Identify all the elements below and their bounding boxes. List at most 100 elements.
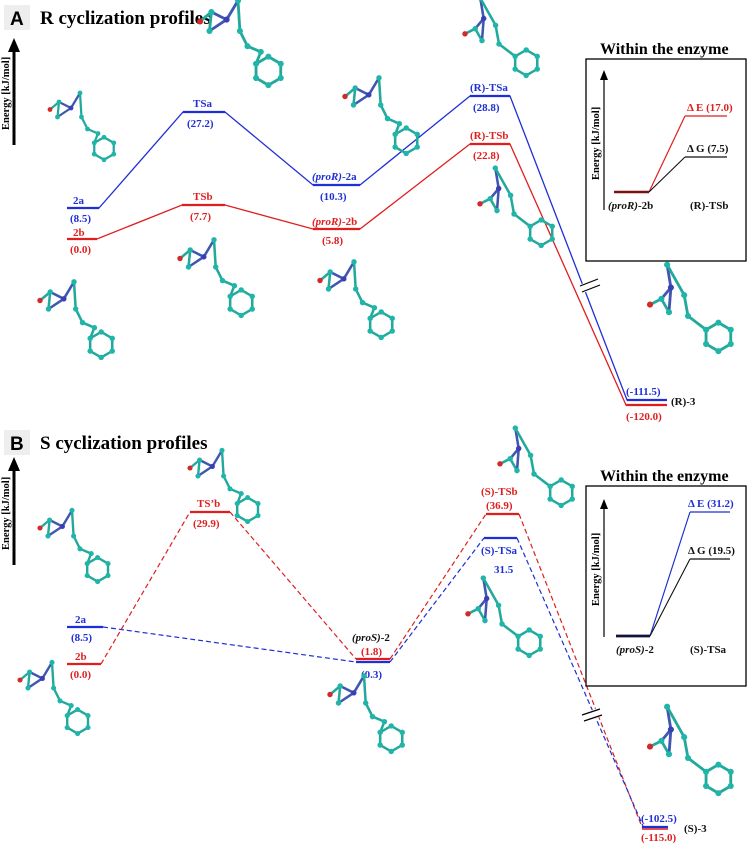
inset-b-title: Within the enzyme	[600, 468, 729, 485]
bond	[665, 705, 686, 739]
atom	[37, 297, 43, 304]
bond	[342, 260, 356, 281]
atom	[51, 685, 57, 691]
panel-a-blue-profile	[67, 95, 667, 401]
bond	[480, 17, 485, 42]
atom	[195, 473, 201, 479]
bond	[512, 212, 532, 228]
label-S-3-red-value: (-115.0)	[641, 832, 676, 844]
label-b-2a: 2a	[75, 614, 87, 626]
atom	[389, 328, 395, 334]
atom	[337, 683, 343, 689]
atom	[95, 131, 101, 136]
atom	[265, 82, 272, 89]
atom	[75, 707, 81, 713]
molecule-b-tsb-prime	[187, 447, 261, 525]
atom	[91, 151, 97, 157]
atom	[646, 743, 654, 750]
atom	[526, 652, 532, 659]
atom	[47, 107, 53, 112]
atom	[392, 131, 398, 138]
atom	[664, 703, 671, 710]
bond	[211, 449, 224, 468]
bond	[327, 277, 346, 291]
bond	[70, 509, 75, 538]
bond	[50, 661, 55, 690]
atom	[534, 53, 540, 60]
bond	[483, 597, 488, 622]
atom	[59, 523, 65, 529]
atom	[512, 53, 518, 60]
atom	[361, 673, 367, 679]
inset-b-end-label: (S)-TSa	[690, 644, 727, 656]
atom	[245, 495, 251, 501]
atom	[399, 729, 405, 736]
bond	[497, 604, 504, 626]
bond	[494, 166, 512, 197]
atom	[85, 126, 90, 132]
atom	[197, 457, 203, 463]
molecule-a-R3	[646, 261, 734, 355]
atom	[25, 685, 31, 691]
atom	[569, 496, 575, 502]
atom	[465, 611, 471, 617]
bond	[187, 255, 206, 269]
atom	[664, 261, 671, 268]
molecule-b-2a	[37, 507, 111, 585]
bond	[352, 674, 366, 695]
label-proS-2: (proS)-2	[352, 632, 390, 644]
inset-a-start-label: (proR)-2b	[608, 200, 653, 212]
label-2b: 2b	[73, 227, 85, 239]
panel-b-title: S cyclization profiles	[40, 433, 207, 454]
label-R-3-blue-value: (-111.5)	[626, 386, 661, 398]
panel-b-letter-box	[4, 430, 30, 455]
atom	[658, 737, 665, 744]
atom	[667, 284, 674, 291]
atom	[414, 131, 420, 138]
atom	[88, 551, 94, 557]
label-2b-value: (0.0)	[70, 244, 91, 256]
label-proR-2a: (proR)-2a	[312, 171, 357, 183]
atom	[249, 306, 255, 312]
panel-b-levels	[67, 510, 668, 830]
atom	[684, 754, 692, 762]
atom	[111, 151, 117, 157]
bond	[26, 677, 44, 690]
atom	[245, 519, 251, 525]
atom	[277, 60, 284, 67]
bond	[62, 280, 76, 301]
atom	[77, 546, 83, 552]
molecule-a-proR-2b	[317, 259, 395, 341]
atom	[512, 66, 518, 72]
inset-b-start-label: (proS)-2	[616, 644, 654, 656]
bond	[482, 576, 500, 607]
bond	[682, 735, 690, 760]
inset-b-de-label: Δ E (31.2)	[688, 498, 734, 510]
atom	[495, 185, 502, 192]
atom	[658, 295, 665, 302]
label-tsa: TSa	[193, 98, 212, 110]
label-proS-2-red-value: (1.8)	[361, 646, 382, 658]
atom	[646, 301, 654, 308]
bond	[494, 24, 501, 46]
atom	[549, 236, 555, 242]
panel-a-levels	[67, 94, 667, 407]
atom	[75, 731, 81, 737]
bond	[47, 297, 66, 311]
atom	[538, 217, 544, 223]
atom	[388, 723, 394, 729]
atom	[61, 296, 67, 302]
atom	[479, 37, 485, 44]
bond	[686, 314, 708, 332]
label-S-TSa: (S)-TSa	[481, 545, 518, 557]
atom	[515, 633, 521, 640]
atom	[492, 165, 499, 171]
atom	[527, 223, 533, 230]
panel-a: A R cyclization profiles Energy [kJ/mol]	[1, 5, 747, 423]
atom	[342, 93, 348, 100]
bond	[479, 0, 497, 27]
atom	[341, 276, 347, 282]
atom	[98, 354, 104, 361]
bond	[212, 238, 217, 269]
atom	[396, 120, 403, 127]
